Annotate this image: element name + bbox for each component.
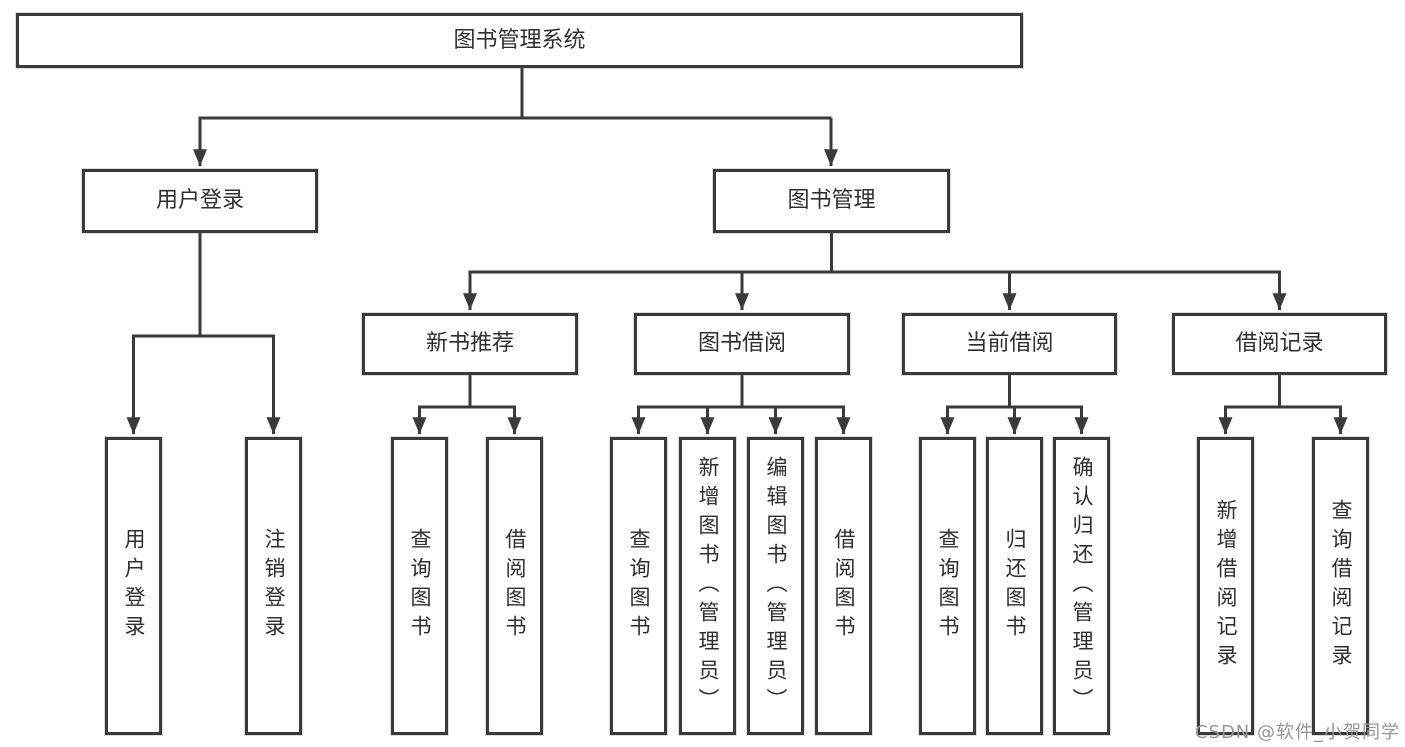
leaf-logout: 注销登录 (245, 437, 302, 735)
node-book-management: 图书管理 (713, 169, 950, 233)
node-new-book-recommendation: 新书推荐 (362, 313, 578, 375)
node-current-borrowing: 当前借阅 (902, 313, 1117, 375)
node-book-borrowing: 图书借阅 (634, 313, 850, 375)
leaf-current-query-books: 查询图书 (919, 437, 976, 735)
leaf-records-add-borrow-record: 新增借阅记录 (1197, 437, 1254, 735)
leaf-recommend-query-books: 查询图书 (391, 437, 448, 735)
leaf-recommend-borrow-books: 借阅图书 (486, 437, 543, 735)
node-library-management-system: 图书管理系统 (16, 13, 1023, 68)
leaf-borrowing-borrow-books: 借阅图书 (815, 437, 872, 735)
leaf-borrowing-query-books: 查询图书 (610, 437, 667, 735)
leaf-current-return-books: 归还图书 (986, 437, 1043, 735)
leaf-user-login: 用户登录 (105, 437, 162, 735)
leaf-records-query-borrow-record: 查询借阅记录 (1312, 437, 1369, 735)
node-borrowing-records: 借阅记录 (1172, 313, 1387, 375)
node-user-login: 用户登录 (82, 169, 318, 233)
leaf-current-confirm-return-admin: 确认归还（管理员） (1053, 437, 1110, 735)
csdn-watermark: CSDN @软件_小贺同学 (1194, 722, 1400, 743)
leaf-borrowing-add-books-admin: 新增图书（管理员） (679, 437, 736, 735)
leaf-borrowing-edit-books-admin: 编辑图书（管理员） (747, 437, 804, 735)
